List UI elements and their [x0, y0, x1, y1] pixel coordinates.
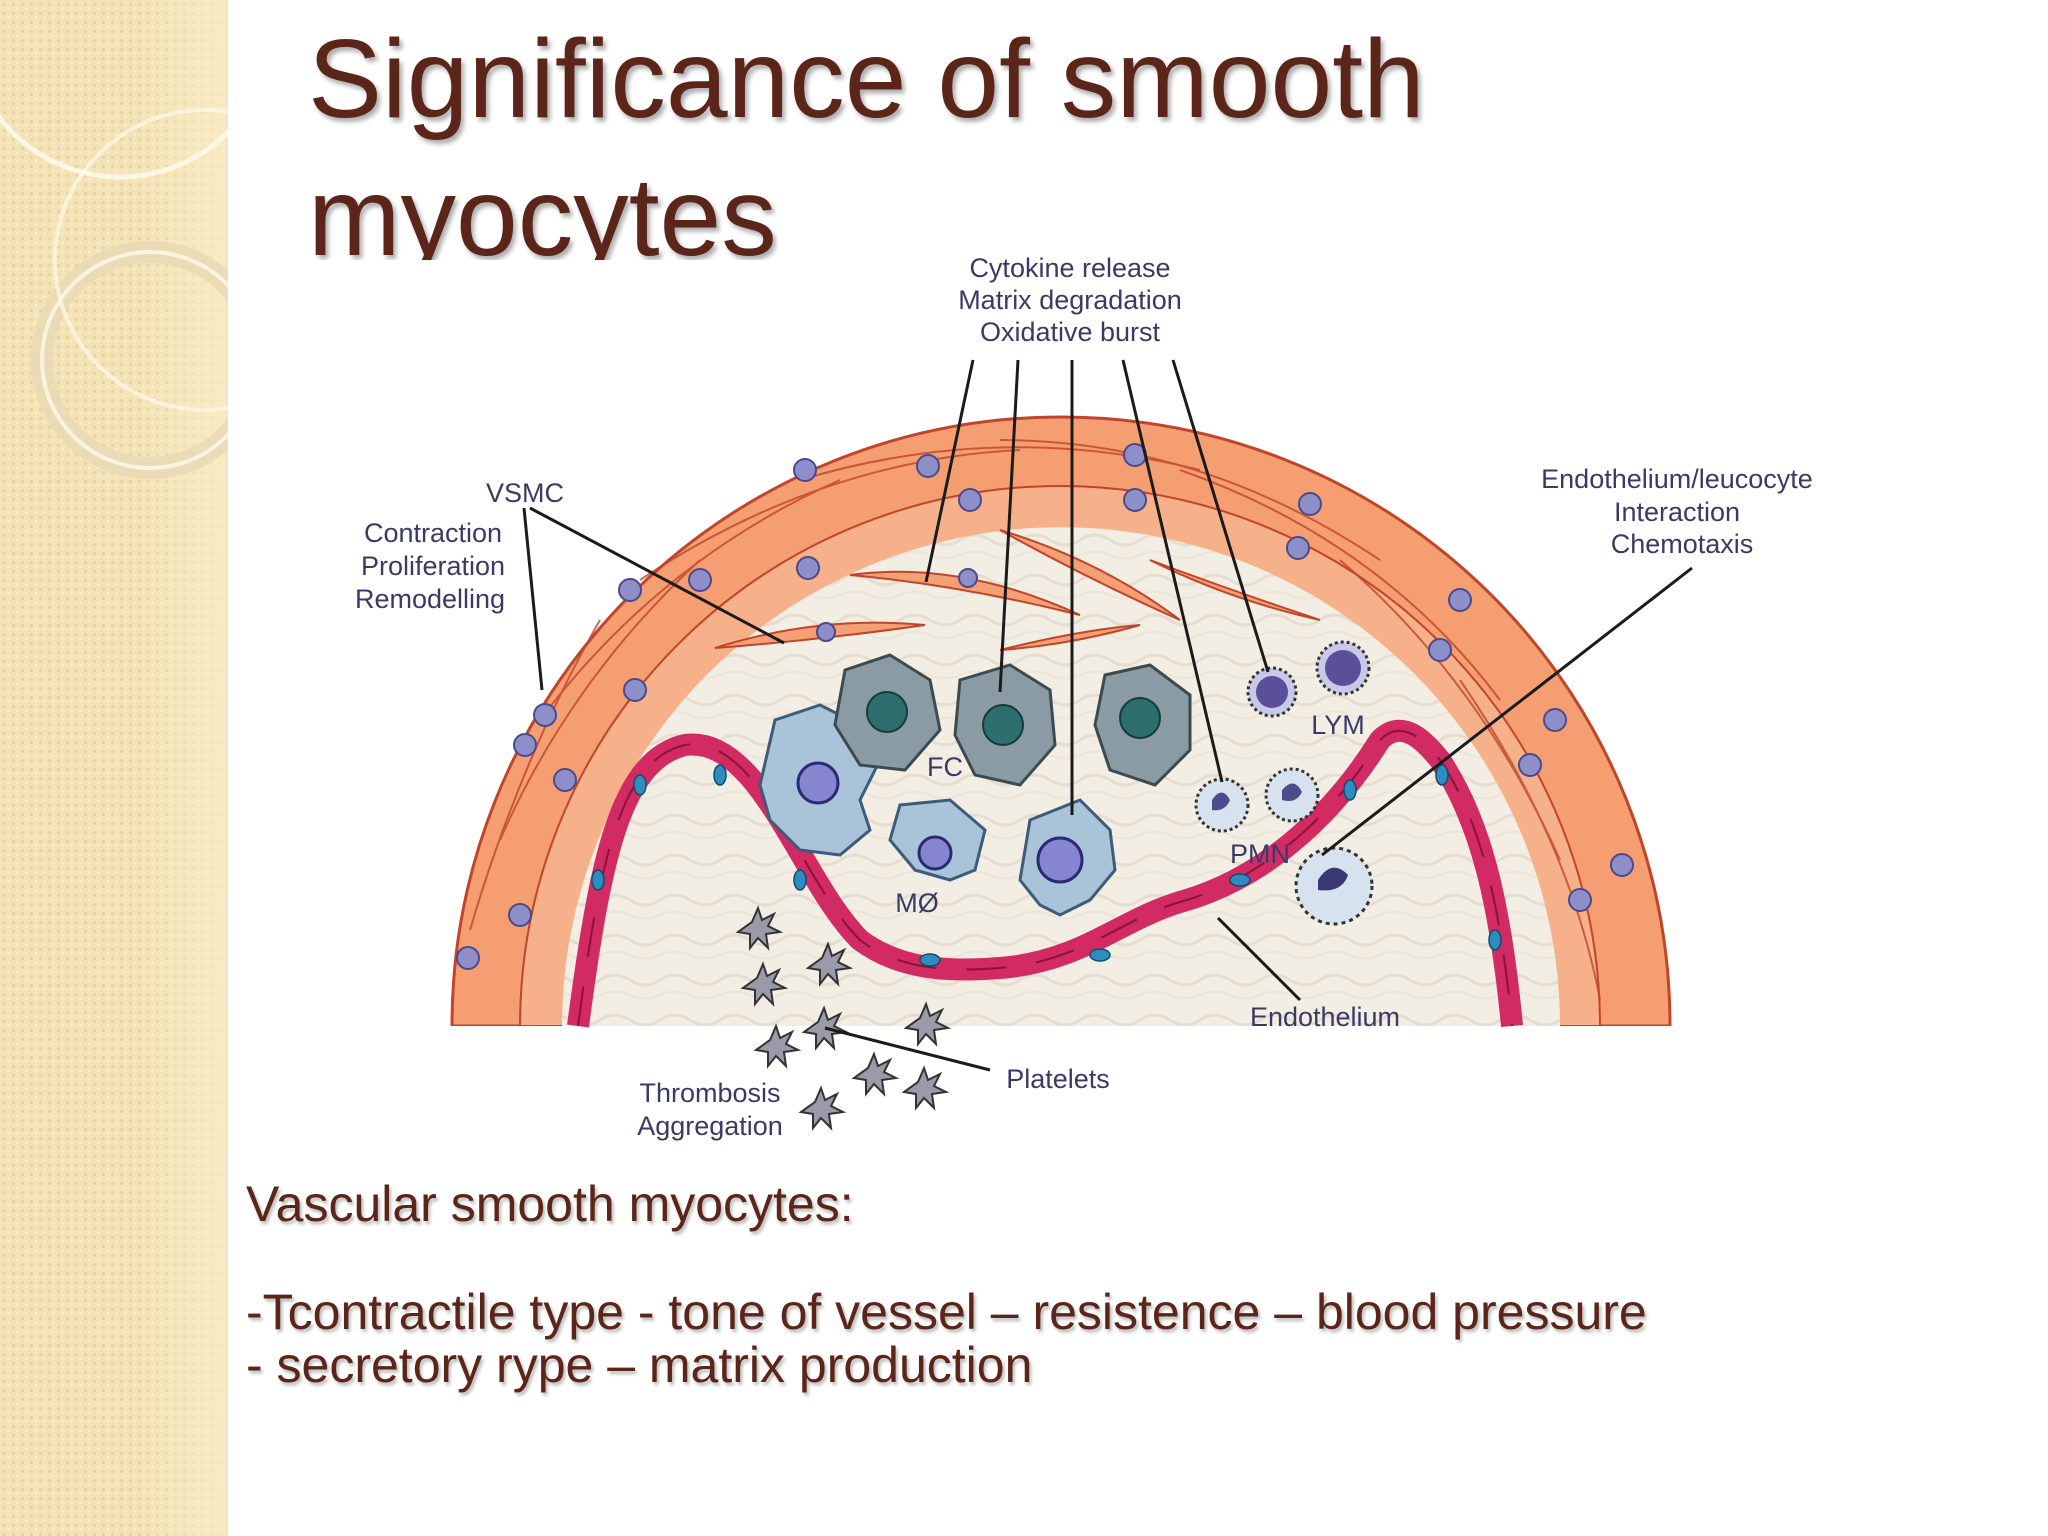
body-line-contractile: -Tcontractile type - tone of vessel – re… [246, 1284, 1647, 1340]
label-remodelling: Remodelling [355, 584, 505, 614]
body-line-secretory: - secretory rype – matrix production [246, 1337, 1033, 1393]
label-matrix-degradation: Matrix degradation [958, 285, 1182, 315]
body-text: Vascular smooth myocytes: -Tcontractile … [246, 1178, 2026, 1392]
label-macrophage: MØ [895, 888, 939, 918]
leucocytes [1194, 640, 1374, 926]
label-pmn: PMN [1230, 839, 1290, 869]
label-vsmc: VSMC [486, 478, 564, 508]
label-lym: LYM [1311, 710, 1365, 740]
intimal-vsmc-cells [714, 529, 1321, 651]
sidebar-ring-ornament [0, 108, 228, 479]
vessel-wall [450, 415, 1672, 1026]
foam-cells [833, 653, 1192, 787]
label-endothelium: Endothelium [1250, 1002, 1400, 1032]
label-platelets: Platelets [1006, 1064, 1110, 1094]
spacer [246, 1231, 2026, 1286]
macrophage-cells [758, 703, 1117, 917]
label-cytokine-release: Cytokine release [969, 253, 1170, 283]
label-contraction: Contraction [364, 518, 502, 548]
decorative-sidebar [0, 0, 228, 1536]
label-oxidative-burst: Oxidative burst [980, 317, 1161, 347]
leader-lines [522, 359, 1693, 1072]
label-proliferation: Proliferation [361, 551, 505, 581]
label-aggregation: Aggregation [637, 1111, 783, 1141]
slide-title: Significance of smooth myocytes [308, 17, 1425, 260]
body-heading: Vascular smooth myocytes: [246, 1176, 854, 1232]
endothelium-layer [567, 719, 1523, 1028]
label-thrombosis: Thrombosis [639, 1078, 780, 1108]
label-interaction: Interaction [1614, 497, 1740, 527]
diagram-labels: Cytokine release Matrix degradation Oxid… [355, 253, 1813, 1141]
label-chemotaxis: Chemotaxis [1611, 529, 1754, 559]
label-endothelium-leucocyte: Endothelium/leucocyte [1541, 464, 1813, 494]
label-fc: FC [927, 752, 963, 782]
